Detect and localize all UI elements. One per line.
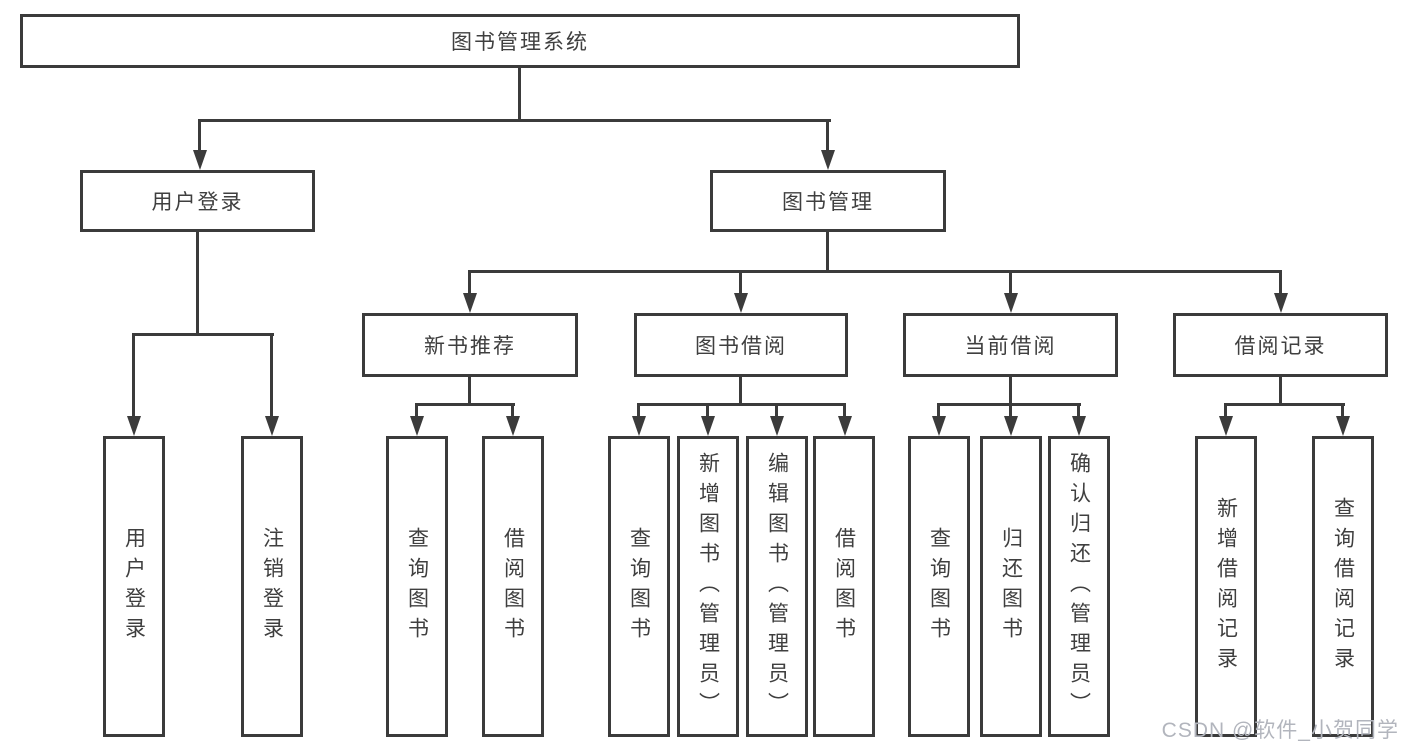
arrow-down-icon — [410, 416, 424, 436]
arrow-down-icon — [1004, 293, 1018, 313]
node-label: 编辑图书（管理员） — [765, 451, 789, 722]
connector-line — [1341, 403, 1344, 418]
node-label: 确认归还（管理员） — [1067, 451, 1091, 722]
connector-line — [1077, 403, 1080, 418]
connector-line — [826, 119, 829, 153]
node-borrow-records: 借阅记录 — [1173, 313, 1388, 377]
connector-line — [270, 333, 273, 418]
connector-line — [518, 68, 521, 121]
connector-line — [198, 119, 201, 153]
node-user-login: 用户登录 — [80, 170, 315, 232]
node-leaf-borrow-books-2: 借阅图书 — [813, 436, 875, 737]
arrow-down-icon — [1336, 416, 1350, 436]
arrow-down-icon — [463, 293, 477, 313]
connector-line — [739, 377, 742, 406]
node-leaf-logout: 注销登录 — [241, 436, 303, 737]
connector-line — [775, 403, 778, 418]
connector-line — [511, 403, 514, 418]
node-label: 注销登录 — [260, 526, 284, 647]
connector-line — [739, 270, 742, 296]
node-label: 查询借阅记录 — [1331, 496, 1355, 677]
connector-line — [1224, 403, 1345, 406]
node-leaf-query-books-2: 查询图书 — [608, 436, 670, 737]
connector-line — [468, 270, 1282, 273]
arrow-down-icon — [1219, 416, 1233, 436]
arrow-down-icon — [506, 416, 520, 436]
node-label: 借阅图书 — [832, 526, 856, 647]
arrow-down-icon — [1072, 416, 1086, 436]
node-leaf-edit-books-admin: 编辑图书（管理员） — [746, 436, 808, 737]
node-new-book-recommend: 新书推荐 — [362, 313, 578, 377]
arrow-down-icon — [193, 150, 207, 170]
connector-line — [843, 403, 846, 418]
node-book-management: 图书管理 — [710, 170, 946, 232]
arrow-down-icon — [838, 416, 852, 436]
connector-line — [937, 403, 940, 418]
connector-line — [415, 403, 515, 406]
connector-line — [132, 333, 274, 336]
connector-line — [826, 232, 829, 273]
node-label: 归还图书 — [999, 526, 1023, 647]
arrow-down-icon — [1274, 293, 1288, 313]
node-leaf-query-borrow-record: 查询借阅记录 — [1312, 436, 1374, 737]
arrow-down-icon — [265, 416, 279, 436]
arrow-down-icon — [770, 416, 784, 436]
node-leaf-confirm-return-admin: 确认归还（管理员） — [1048, 436, 1110, 737]
node-leaf-query-books-3: 查询图书 — [908, 436, 970, 737]
connector-line — [1009, 403, 1012, 418]
connector-line — [1009, 377, 1012, 406]
node-current-borrow: 当前借阅 — [903, 313, 1118, 377]
connector-line — [1009, 270, 1012, 296]
csdn-watermark: CSDN @软件_小贺同学 — [1161, 719, 1399, 742]
node-book-borrow: 图书借阅 — [634, 313, 848, 377]
connector-line — [196, 232, 199, 336]
node-leaf-borrow-books-1: 借阅图书 — [482, 436, 544, 737]
connector-line — [637, 403, 846, 406]
connector-line — [198, 119, 831, 122]
node-label: 新增借阅记录 — [1214, 496, 1238, 677]
connector-line — [415, 403, 418, 418]
node-root: 图书管理系统 — [20, 14, 1020, 68]
connector-line — [132, 333, 135, 418]
connector-line — [1224, 403, 1227, 418]
arrow-down-icon — [734, 293, 748, 313]
arrow-down-icon — [701, 416, 715, 436]
node-label: 查询图书 — [927, 526, 951, 647]
connector-line — [637, 403, 640, 418]
node-label: 查询图书 — [405, 526, 429, 647]
node-label: 查询图书 — [627, 526, 651, 647]
connector-line — [468, 377, 471, 406]
node-leaf-add-borrow-record: 新增借阅记录 — [1195, 436, 1257, 737]
connector-line — [468, 270, 471, 296]
arrow-down-icon — [632, 416, 646, 436]
connector-line — [706, 403, 709, 418]
node-label: 新增图书（管理员） — [696, 451, 720, 722]
arrow-down-icon — [932, 416, 946, 436]
node-leaf-add-books-admin: 新增图书（管理员） — [677, 436, 739, 737]
node-label: 借阅图书 — [501, 526, 525, 647]
node-leaf-return-books: 归还图书 — [980, 436, 1042, 737]
arrow-down-icon — [127, 416, 141, 436]
node-leaf-user-login: 用户登录 — [103, 436, 165, 737]
connector-line — [1279, 270, 1282, 296]
arrow-down-icon — [821, 150, 835, 170]
arrow-down-icon — [1004, 416, 1018, 436]
connector-line — [1279, 377, 1282, 406]
node-leaf-query-books-1: 查询图书 — [386, 436, 448, 737]
node-label: 用户登录 — [122, 526, 146, 647]
